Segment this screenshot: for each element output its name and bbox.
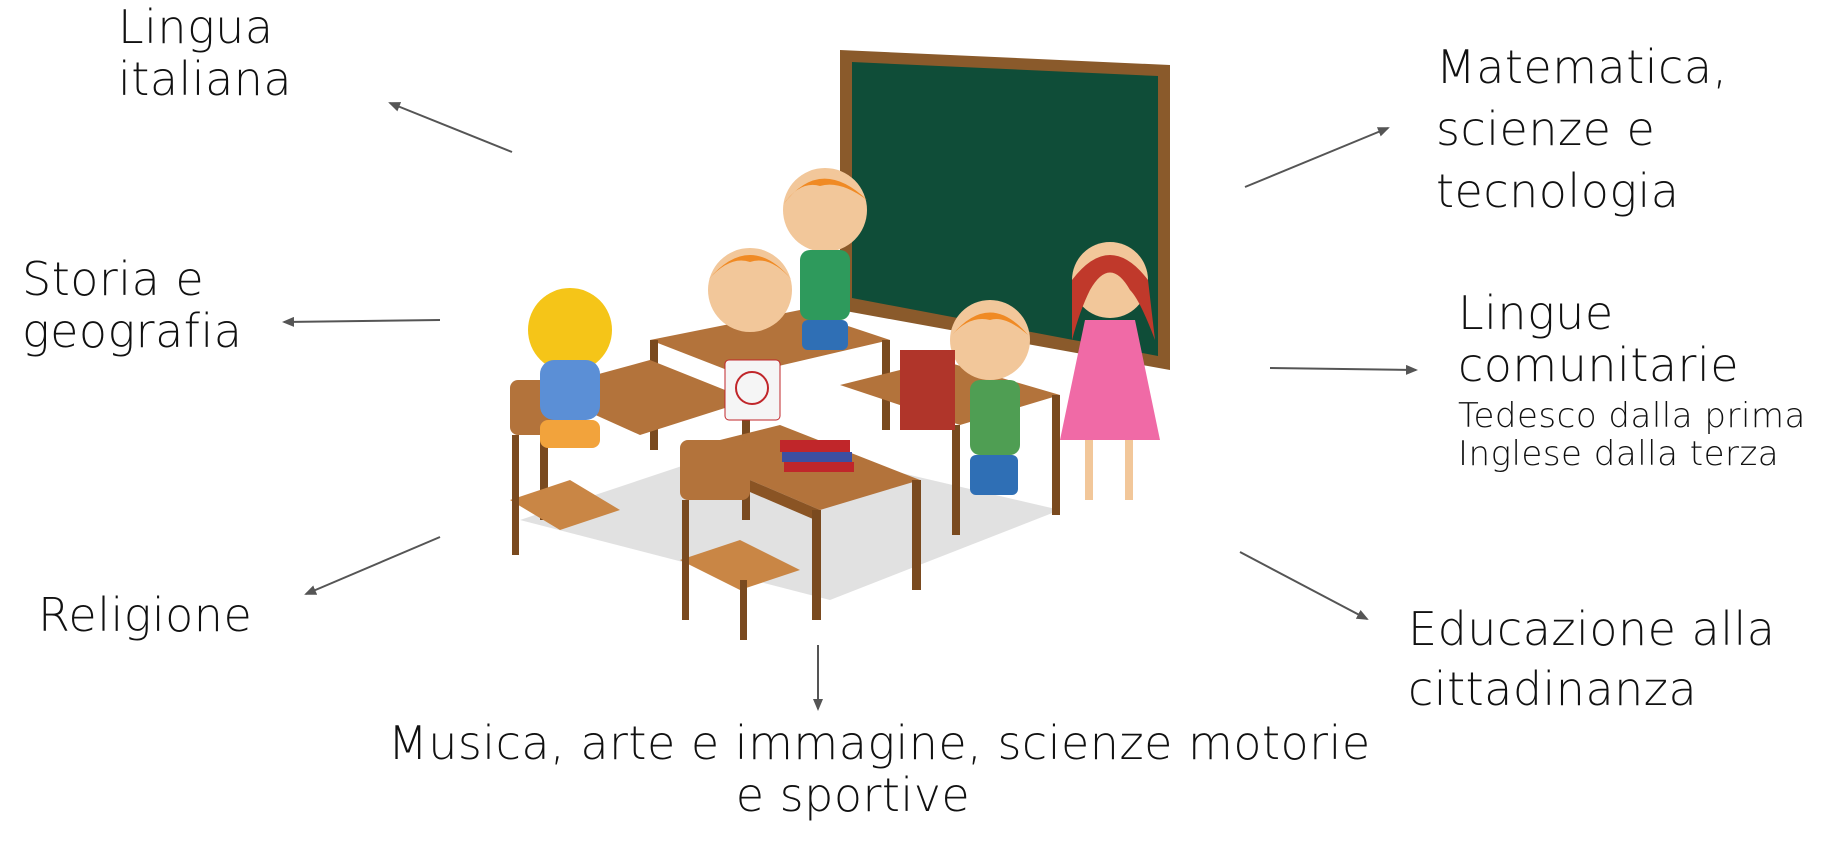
arrow-matematica <box>1244 127 1390 188</box>
label-storia-geografia-line2: geografia <box>22 303 243 358</box>
label-musica-arte: Musica, arte e immagine, scienze motorie… <box>388 716 1371 822</box>
book-stack-desk <box>780 440 854 472</box>
arrow-educazione <box>1239 551 1369 620</box>
label-musica-arte-line2: e sportive <box>735 767 971 822</box>
label-lingua-italiana-line1: Lingua <box>118 0 274 54</box>
label-matematica-line1: Matematica, <box>1436 40 1728 94</box>
label-educazione-line2: cittadinanza <box>1408 661 1698 716</box>
arrow-lingue <box>1269 364 1418 375</box>
arrow-religione <box>304 536 441 595</box>
label-matematica-line2: scienze e <box>1436 102 1656 157</box>
label-lingua-italiana-line2: italiana <box>118 51 293 106</box>
label-matematica-line3: tecnologia <box>1436 164 1680 219</box>
arrow-storia-geografia <box>282 316 441 327</box>
child-holding-paper <box>708 248 792 421</box>
child-carrying-books <box>900 300 1030 495</box>
label-educazione-line1: Educazione alla <box>1408 602 1776 656</box>
label-religione-line1: Religione <box>38 588 253 642</box>
label-storia-geografia: Storia e geografia <box>22 252 243 358</box>
label-musica-arte-line1: Musica, arte e immagine, scienze motorie <box>388 716 1371 770</box>
label-lingue-comunitarie: Lingue comunitarie Tedesco dalla prima I… <box>1458 286 1806 475</box>
classroom-children-illustration <box>510 50 1170 640</box>
label-educazione: Educazione alla cittadinanza <box>1408 600 1775 720</box>
child-seated-left <box>528 288 612 448</box>
label-lingue-note1: Tedesco dalla prima <box>1458 396 1806 437</box>
label-lingue-note2: Inglese dalla terza <box>1458 434 1780 475</box>
label-religione: Religione <box>38 588 253 642</box>
chair-front <box>680 440 800 640</box>
label-lingue-line1: Lingue <box>1458 286 1614 340</box>
girl-with-chalk <box>1060 242 1160 500</box>
arrow-lingua-italiana <box>388 102 513 153</box>
label-matematica: Matematica, scienze e tecnologia <box>1436 36 1728 222</box>
child-at-chalkboard <box>783 168 867 350</box>
label-lingue-line2: comunitarie <box>1458 337 1740 392</box>
label-lingua-italiana: Lingua italiana <box>118 0 293 106</box>
label-storia-geografia-line1: Storia e <box>22 252 205 306</box>
